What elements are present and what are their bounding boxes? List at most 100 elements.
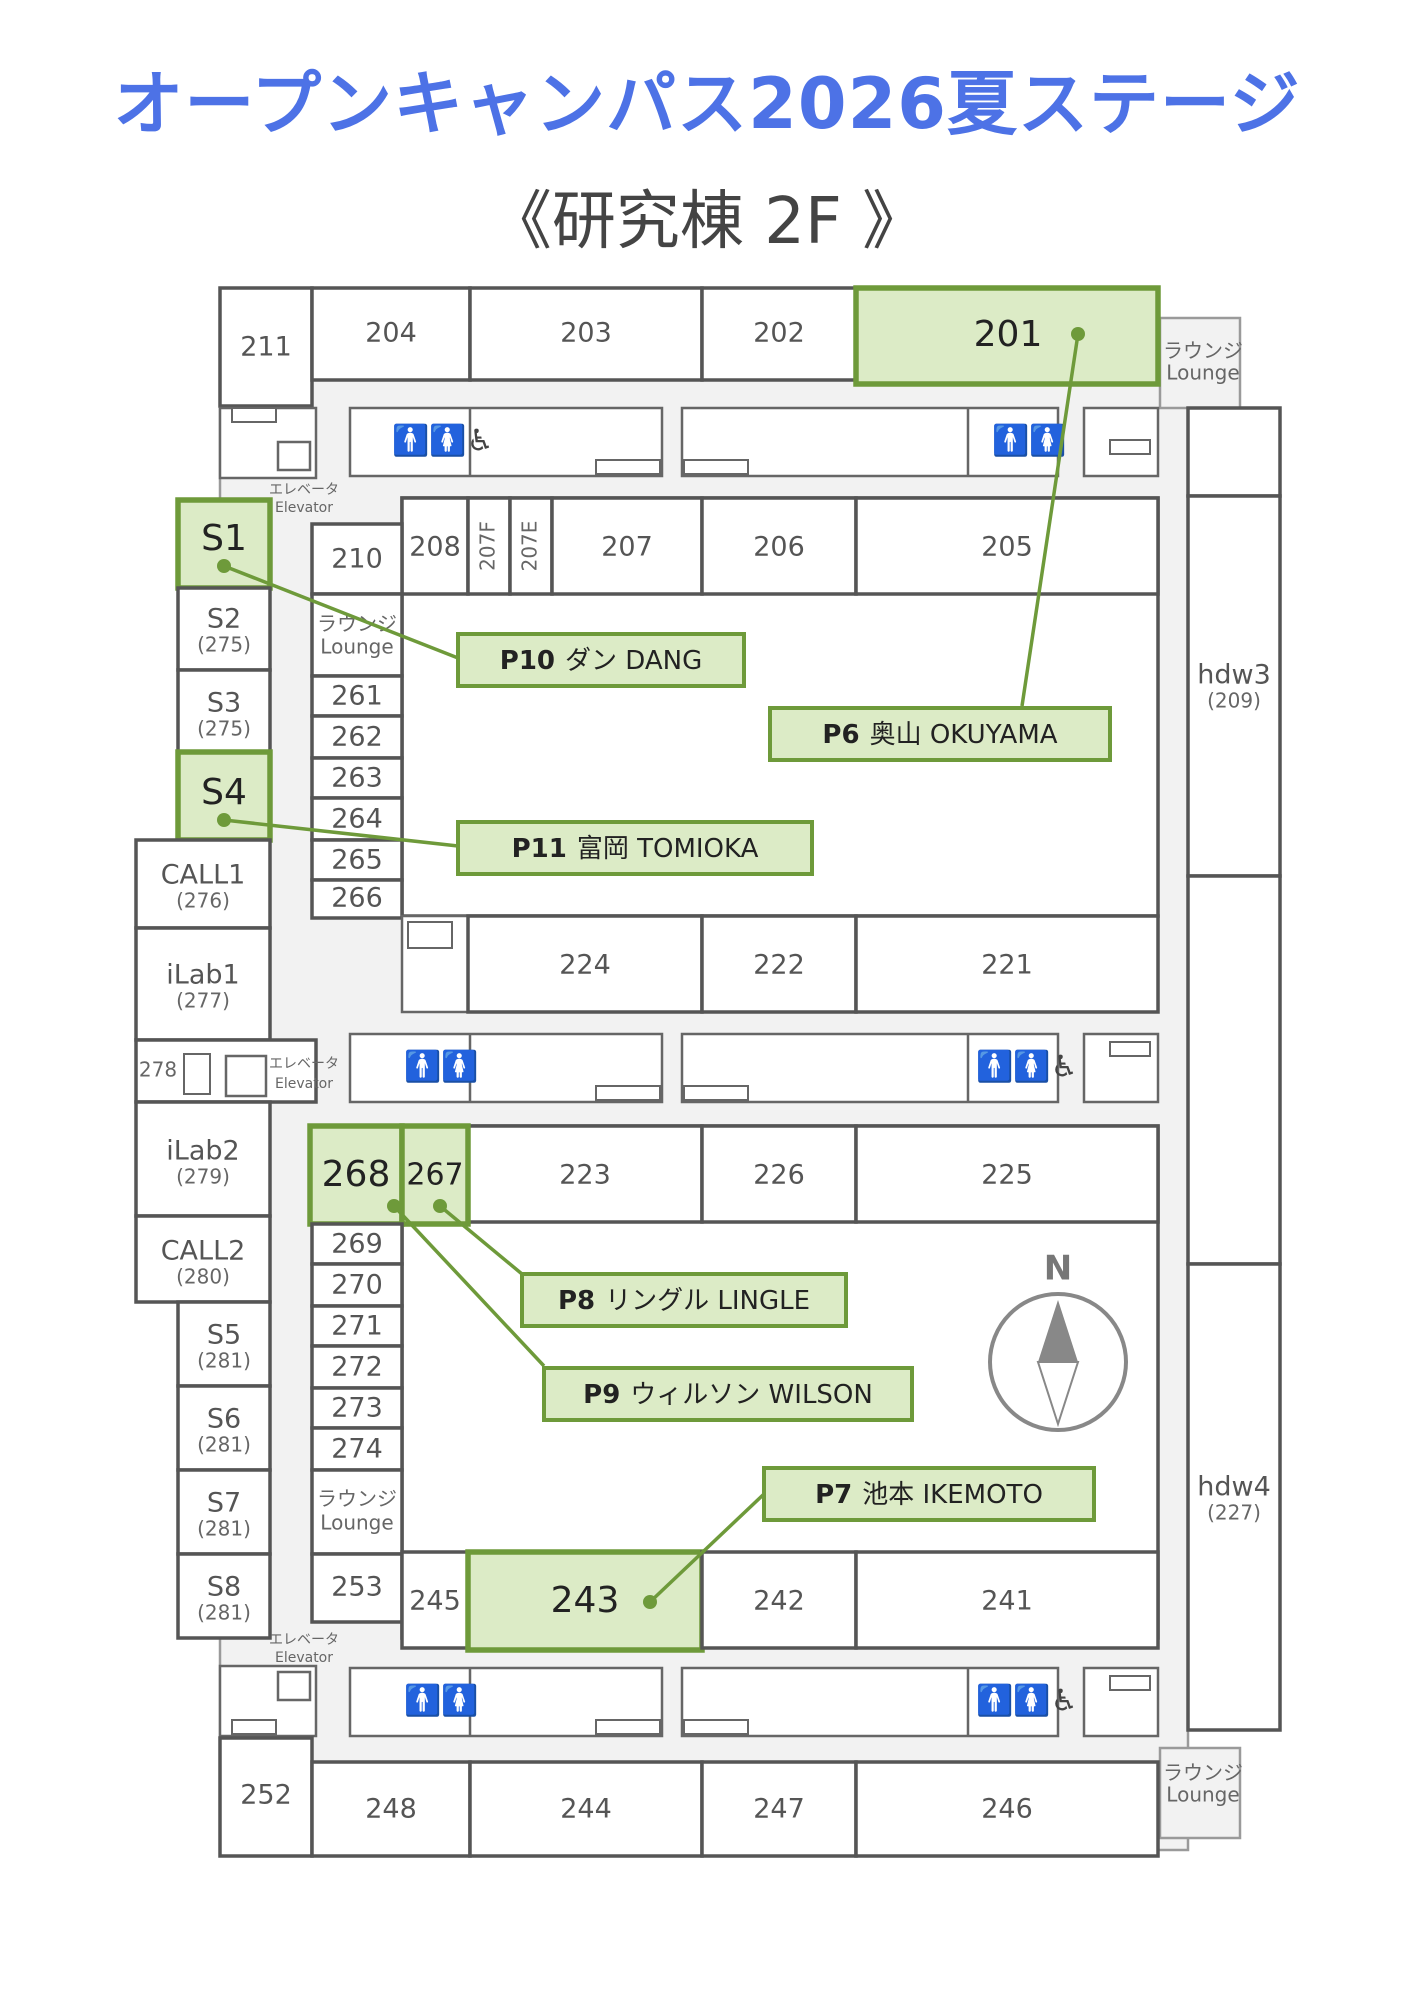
lounge-bottom-right-en: Lounge [1166, 1783, 1239, 1807]
marker-dot-p9 [387, 1199, 401, 1213]
room-221-label: 221 [981, 950, 1033, 981]
room-253-label: 253 [331, 1572, 383, 1603]
room-s7 [176, 1468, 272, 1556]
lounge-left-2-ja: ラウンジ [317, 1487, 397, 1511]
lounge-bottom-right [1158, 1746, 1242, 1840]
room-262 [310, 714, 404, 760]
room-hdw4-sub: (227) [1207, 1501, 1261, 1525]
room-206-label: 206 [753, 532, 805, 563]
room-ilab1-label: iLab1 [166, 960, 239, 991]
room-202-label: 202 [753, 318, 805, 349]
stairs-icon [683, 459, 749, 475]
leader-line-p11 [223, 818, 459, 848]
elevator-middle-en: Elevator [275, 1076, 333, 1092]
leader-line-p8 [438, 1204, 524, 1276]
room-call2 [134, 1214, 272, 1304]
room-call2-sub: (280) [176, 1265, 230, 1289]
toilet-icon: 🚹🚺 [404, 1683, 479, 1719]
room-207 [550, 496, 704, 596]
elevator-middle-ja: エレベータ [269, 1056, 339, 1072]
stairs-icon [595, 1719, 661, 1735]
room-241 [854, 1550, 1160, 1650]
room-252 [218, 1736, 314, 1858]
room-201-label: 201 [974, 314, 1043, 355]
room-208 [400, 496, 470, 596]
room-225-label: 225 [981, 1160, 1033, 1191]
toilet-icon: 🚹🚺♿ [976, 1049, 1078, 1085]
room-272-label: 272 [331, 1352, 383, 1383]
elevator-icon [224, 1054, 268, 1098]
stage-tag-box [762, 1466, 1096, 1522]
room-ilab2 [134, 1100, 272, 1218]
room-s3-label: S3 [207, 688, 241, 719]
room-247 [700, 1760, 858, 1858]
room-s8 [176, 1552, 272, 1640]
room-hdw3-label: hdw3 [1197, 660, 1271, 691]
room-201[interactable] [853, 285, 1161, 387]
room-274 [310, 1426, 404, 1472]
elevator-icon [276, 1670, 312, 1702]
room-264-label: 264 [331, 804, 383, 835]
room-203 [468, 286, 704, 382]
room-221 [854, 914, 1160, 1014]
room-208-label: 208 [409, 532, 461, 563]
marker-dot-p6 [1071, 327, 1085, 341]
stairs-icon [595, 1085, 661, 1101]
room-241-label: 241 [981, 1586, 1033, 1617]
marker-dot-p10 [217, 559, 231, 573]
right-middle-block [1186, 874, 1282, 1266]
room-s2-sub: (275) [197, 633, 251, 657]
stage-tag-box [768, 706, 1112, 762]
room-ilab2-label: iLab2 [166, 1136, 239, 1167]
lounge-top-right-ja: ラウンジ [1163, 339, 1243, 363]
stage-tag-box [456, 820, 814, 876]
toilet-icon: 🚹🚺 [992, 423, 1067, 459]
room-225 [854, 1124, 1160, 1224]
room-272 [310, 1344, 404, 1390]
stairs-icon [231, 1719, 277, 1735]
room-248 [310, 1760, 472, 1858]
room-268-label: 268 [322, 1154, 391, 1195]
room-s6-sub: (281) [197, 1433, 251, 1457]
room-210-label: 210 [331, 544, 383, 575]
room-243[interactable] [465, 1549, 705, 1653]
room-222-label: 222 [753, 950, 805, 981]
room-253 [310, 1552, 404, 1624]
room-203-label: 203 [560, 318, 612, 349]
elevator-top-en: Elevator [275, 500, 333, 516]
stairs-icon [407, 921, 453, 949]
page-subtitle: 《研究棟 2F 》 [487, 185, 927, 259]
marker-dot-p7 [643, 1595, 657, 1609]
stairs-icon [683, 1085, 749, 1101]
lounge-bottom-right-ja: ラウンジ [1163, 1761, 1243, 1785]
room-204-label: 204 [365, 318, 417, 349]
room-270-label: 270 [331, 1270, 383, 1301]
room-s2-label: S2 [207, 604, 241, 635]
room-ilab1-sub: (277) [176, 989, 230, 1013]
room-205 [854, 496, 1160, 596]
room-226-label: 226 [753, 1160, 805, 1191]
room-223 [466, 1124, 704, 1224]
room-246-label: 246 [981, 1794, 1033, 1825]
room-hdw3-sub: (209) [1207, 689, 1261, 713]
room-ilab2-sub: (279) [176, 1165, 230, 1189]
room-s1[interactable] [175, 497, 273, 591]
room-s5-sub: (281) [197, 1349, 251, 1373]
elevator-bottom-en: Elevator [275, 1650, 333, 1666]
room-206 [700, 496, 858, 596]
room-265 [310, 838, 404, 882]
room-245-label: 245 [409, 1586, 461, 1617]
room-269-label: 269 [331, 1229, 383, 1260]
room-252-label: 252 [240, 1780, 292, 1811]
